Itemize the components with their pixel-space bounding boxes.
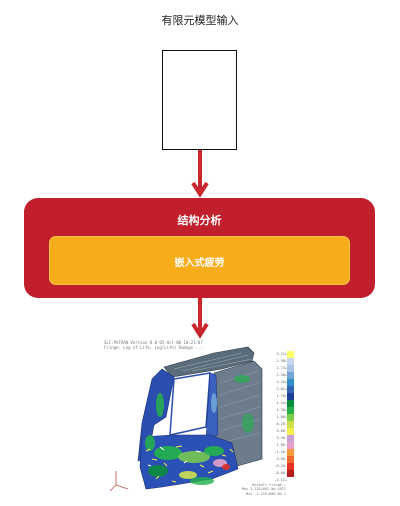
fea-header-text: SLC:PATRAN Version 8.0 05-Oct-00 10:21:0…	[104, 340, 203, 350]
fea-color-legend	[287, 351, 294, 484]
fe-model-input-box	[162, 50, 237, 150]
fea-footer-line: Default Fringe :	[252, 482, 286, 487]
fea-legend-value: 2.26+	[276, 380, 287, 384]
fea-legend-value: 1.78+	[276, 394, 287, 398]
fea-legend-swatch	[287, 351, 294, 358]
finite-element-model-input-title: 有限元模型输入	[161, 14, 239, 27]
fea-legend-value: 2.98+	[276, 359, 287, 363]
fea-legend-value: 1.54+	[276, 401, 287, 405]
fea-footer-text: Default Fringe : Max 3.22E+002 Nd 4627 M…	[242, 483, 286, 497]
fea-legend-value: 1.00-	[276, 443, 287, 447]
fea-legend-swatch	[287, 379, 294, 386]
fea-legend-value: -3.80-	[274, 457, 287, 461]
fea-legend-swatch	[287, 456, 294, 463]
fea-legend-value: 2.74+	[276, 366, 287, 370]
embedded-fatigue-label: 嵌入式疲劳	[174, 258, 225, 269]
fea-legend-swatch	[287, 449, 294, 456]
fea-legend-swatch	[287, 428, 294, 435]
embedded-fatigue-box: 嵌入式疲劳	[49, 236, 350, 285]
fea-footer-line: Min -2.11E+000 Nd 1	[245, 491, 286, 496]
fea-legend-value: 1.06+	[276, 415, 287, 419]
fea-legend-values: 3.22+ 2.98+ 2.74+ 2.50+ 2.26+ 2.02+ 1.78…	[265, 351, 287, 484]
fea-legend-value: -2.11+	[274, 478, 287, 482]
structural-analysis-box: 结构分析 嵌入式疲劳	[24, 198, 375, 298]
fea-legend-swatch	[287, 372, 294, 379]
fea-legend-swatch	[287, 400, 294, 407]
fea-legend-swatch	[287, 421, 294, 428]
fea-legend-value: 2.02+	[276, 387, 287, 391]
fea-footer-line: Max 3.22E+002 Nd 4627	[241, 487, 286, 491]
fea-legend-swatch	[287, 358, 294, 365]
fea-legend-swatch	[287, 365, 294, 372]
fea-header-line: SLC:PATRAN Version 8.0 05-Oct-00 10:21:0…	[104, 340, 203, 345]
fea-legend-value: 5.80-	[276, 429, 287, 433]
fea-legend-swatch	[287, 414, 294, 421]
fea-header-line: Fringe: Log of Life, Log(Life) Damage ..…	[104, 345, 203, 350]
fea-fatigue-result-image: SLC:PATRAN Version 8.0 05-Oct-00 10:21:0…	[102, 339, 300, 497]
arrow-to-structural-analysis	[191, 150, 209, 198]
fea-legend-swatch	[287, 393, 294, 400]
truck-cab-mesh	[109, 346, 263, 492]
fea-legend-value: 8.20-	[276, 422, 287, 426]
fea-legend-swatch	[287, 442, 294, 449]
fea-legend-value: -1.40-	[274, 450, 287, 454]
fea-legend-swatch	[287, 407, 294, 414]
fea-legend-swatch	[287, 470, 294, 477]
arrow-to-fea-result	[191, 298, 209, 339]
structural-analysis-label: 结构分析	[177, 214, 222, 227]
fea-legend-value: 3.40-	[276, 436, 287, 440]
fea-legend-value: 1.30+	[276, 408, 287, 412]
fea-legend-value: 2.50+	[276, 373, 287, 377]
fea-legend-value: 3.22+	[276, 352, 287, 356]
fea-legend-value: -6.20-	[274, 464, 287, 468]
fea-legend-swatch	[287, 435, 294, 442]
fea-legend-swatch	[287, 386, 294, 393]
fea-legend-swatch	[287, 463, 294, 470]
fea-legend-swatch	[287, 477, 294, 484]
fea-legend-value: -8.60-	[274, 471, 287, 475]
